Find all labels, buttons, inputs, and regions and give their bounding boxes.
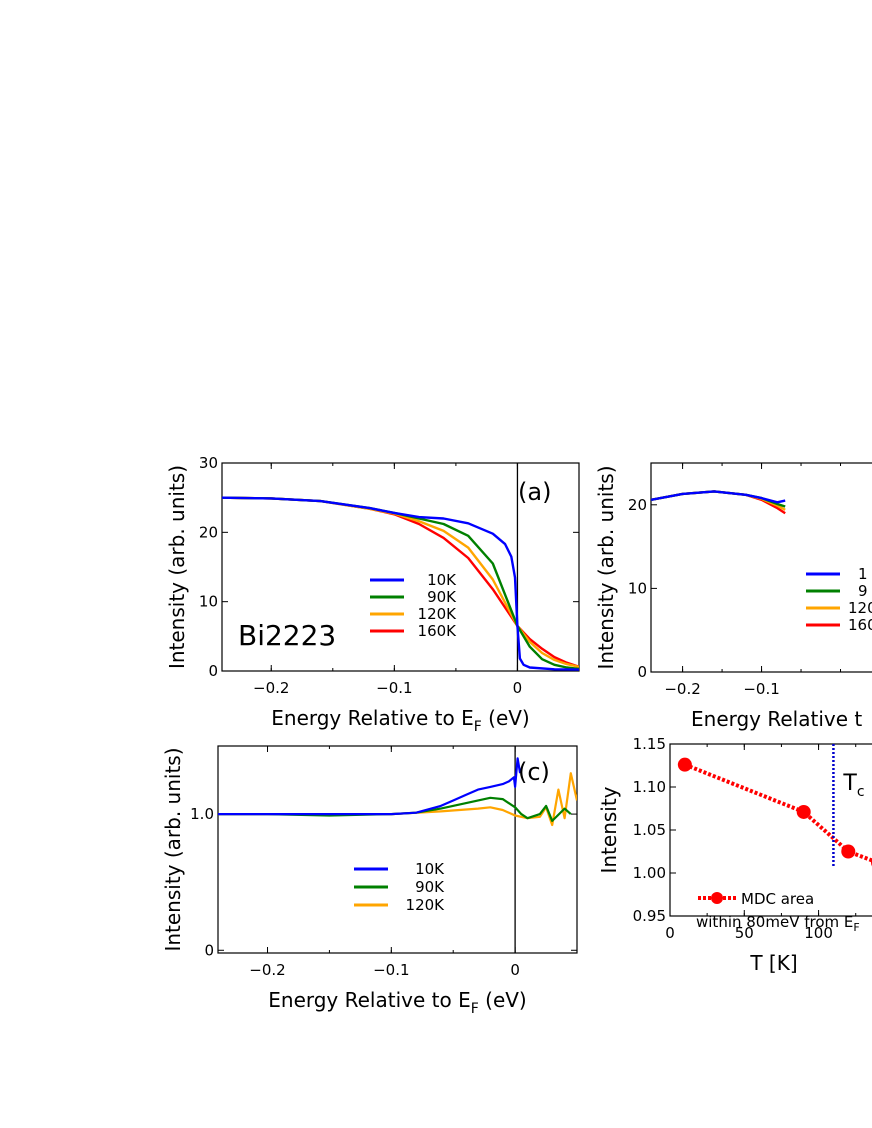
legend-label-line2: within 80meV from EF [696,913,860,934]
y-tick-label: 30 [199,454,218,472]
x-tick-label: −0.2 [249,961,285,979]
y-tick-label: 1.00 [633,864,666,882]
data-point [677,757,692,772]
legend-label: 90K [427,588,457,606]
y-axis-label: Intensity (arb. units) [594,465,618,669]
x-axis-label: T [K] [749,951,797,975]
legend-label: 120 [848,599,872,617]
sample-label: Bi2223 [238,619,336,652]
x-tick-label: −0.1 [373,961,409,979]
plot-frame [217,745,578,954]
y-tick-label: 1.05 [633,821,666,839]
series-line-10K [651,490,786,504]
x-tick-label: 0 [665,924,675,942]
x-tick-label: 0 [513,679,523,697]
y-tick-label: 0 [208,662,218,680]
legend-label: 9 [858,582,868,600]
x-tick-label: 50 [735,924,754,942]
series-line-90K [218,796,572,823]
y-axis-label: Intensity (arb. units) [161,747,185,951]
x-tick-label: 0 [510,961,520,979]
y-tick-label: 20 [199,523,218,541]
legend-marker [711,892,723,904]
series-line-10K [218,757,522,816]
legend-label: 10K [427,571,457,589]
plot-frame [650,462,872,673]
x-tick-label: −0.1 [376,679,412,697]
plot-frame [221,462,580,672]
data-point [841,844,856,859]
y-tick-label: 1.0 [190,805,214,823]
legend-label: 120K [406,896,446,914]
y-tick-label: 20 [628,496,647,514]
y-tick-label: 10 [199,593,218,611]
legend-label: 160 [848,616,872,634]
y-axis-label: Intensity (arb. units) [165,465,189,669]
x-tick-label: −0.1 [743,680,779,698]
panel-label: (a) [518,478,551,506]
x-axis-label: Energy Relative to EF (eV) [268,988,526,1017]
y-tick-label: 0 [637,663,647,681]
legend-label: 160K [418,622,458,640]
x-axis-label: Energy Relative to EF (eV) [271,706,529,735]
y-tick-label: 0.95 [633,907,666,925]
panel-label: (c) [518,758,550,786]
series-line-MDC area [684,762,872,863]
plot-area [651,490,786,515]
plot-area [677,757,872,867]
x-tick-label: 100 [804,924,833,942]
tc-label: Tc [842,771,864,800]
y-tick-label: 10 [628,579,647,597]
data-point [796,804,811,819]
series-line-10K [222,496,579,671]
legend-label: MDC area [741,890,814,908]
x-tick-label: −0.2 [664,680,700,698]
legend-label: 10K [415,860,445,878]
y-tick-label: 1.15 [633,735,666,753]
plot-area [222,463,579,671]
plot-area [218,746,577,953]
x-tick-label: −0.2 [253,679,289,697]
y-tick-label: 0 [204,941,214,959]
x-axis-label: Energy Relative t [691,707,862,731]
legend-label: 1 [858,565,868,583]
panel-c: −0.2 −0.1 0 0 1.0 Intensity (arb. units) Energ… [161,745,578,1017]
y-tick-label: 1.10 [633,778,666,796]
y-axis-label: Intensity [597,786,621,873]
legend-label: 120K [418,605,458,623]
panel-b: −0.2 −0.1 0 10 20 Intensity (arb. units) Energ… [594,462,872,731]
legend-label: 90K [415,878,445,896]
series-line-160K [651,490,786,515]
